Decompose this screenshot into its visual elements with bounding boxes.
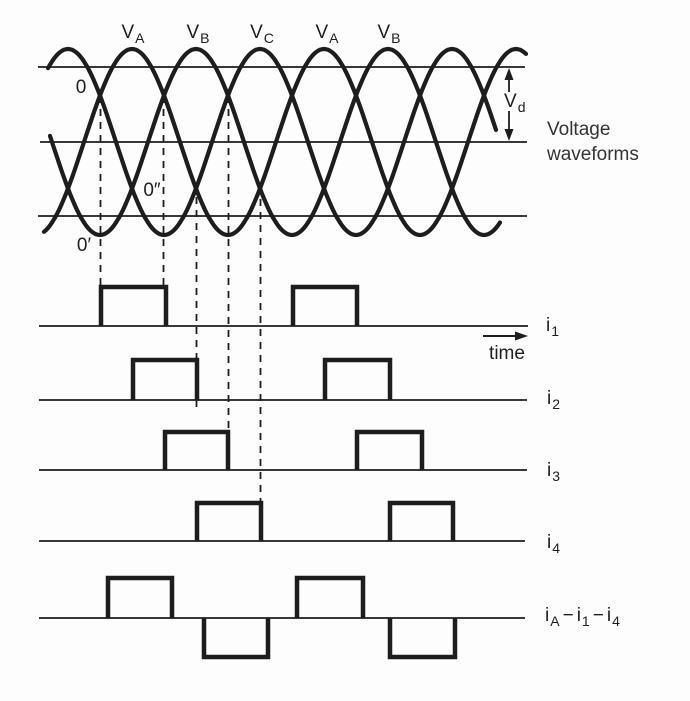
sine-curve-VB	[47, 46, 503, 238]
pulse-iA-neg-1	[387, 618, 458, 660]
row-label-base: i	[547, 460, 552, 481]
pulse-i3-0	[162, 429, 231, 470]
time-label: time	[489, 343, 525, 364]
phase-label-vb-2: VB	[377, 22, 400, 45]
figure-caption: Voltage waveforms	[547, 117, 639, 167]
pulse-i4-1	[387, 500, 456, 541]
row-label-sub: 4	[552, 540, 561, 556]
row-label-ia-minus-i1-minus-i4: iA−i1−i4	[545, 605, 620, 628]
phase-label-vc-1: VC	[250, 22, 274, 45]
phase-label-va-1: VA	[121, 22, 144, 45]
minus-sign: −	[592, 605, 604, 626]
origin-label-0-double-prime: 0″	[143, 180, 161, 201]
row-label-i1: i1	[546, 315, 559, 338]
time-arrow-head	[515, 331, 528, 341]
diff-label-i4-sub: 4	[612, 613, 620, 629]
row-label-sub: 1	[551, 323, 560, 339]
caption-line-2: waveforms	[547, 144, 639, 165]
phase-label-base: V	[377, 22, 391, 43]
origin-label-0: 0	[75, 77, 87, 98]
phase-label-sub: A	[329, 30, 339, 46]
pulse-iA-pos-1	[294, 575, 366, 618]
sine-curve-VC	[45, 46, 499, 238]
pulse-i4-0	[194, 500, 264, 541]
phase-label-sub: B	[200, 30, 210, 46]
vd-label: Vd	[502, 91, 528, 114]
row-label-base: i	[546, 315, 551, 336]
pulse-i3-1	[354, 429, 425, 470]
row-label-i3: i3	[547, 460, 560, 483]
vd-arrow-head-up	[504, 68, 514, 80]
diff-label-i1-sub: 1	[581, 613, 590, 629]
pulse-iA-pos-0	[105, 575, 175, 618]
diff-label-ia-sub: A	[550, 613, 560, 629]
phase-label-base: V	[186, 22, 200, 43]
vd-label-sub: d	[517, 99, 526, 115]
diff-label-i4-base: i	[606, 605, 612, 626]
phase-label-sub: B	[391, 30, 401, 46]
row-label-i2: i2	[547, 388, 560, 411]
pulse-iA-neg-0	[201, 618, 271, 660]
vd-arrow-head-down	[504, 129, 514, 141]
origin-label-0-prime: 0′	[76, 235, 92, 256]
sine-curve-VA	[41, 46, 529, 238]
row-label-i4: i4	[547, 532, 560, 555]
row-label-sub: 3	[552, 468, 561, 484]
phase-label-sub: C	[263, 30, 274, 46]
caption-line-1: Voltage	[547, 119, 611, 140]
phase-label-base: V	[250, 22, 263, 43]
diff-label-ia-base: i	[545, 605, 550, 626]
phase-label-va-2: VA	[315, 22, 338, 45]
minus-sign: −	[562, 605, 574, 626]
vd-label-base: V	[504, 91, 517, 112]
pulse-i1-0	[98, 284, 169, 326]
row-label-sub: 2	[552, 396, 561, 412]
phase-label-vb-1: VB	[186, 22, 209, 45]
row-label-base: i	[547, 388, 552, 409]
row-label-base: i	[547, 532, 552, 553]
phase-label-base: V	[121, 22, 135, 43]
pulse-i2-1	[322, 357, 393, 400]
phase-label-base: V	[315, 22, 329, 43]
pulse-i1-1	[290, 284, 360, 326]
diff-label-i1-base: i	[576, 605, 581, 626]
phase-label-sub: A	[135, 30, 145, 46]
pulse-i2-0	[130, 357, 200, 400]
